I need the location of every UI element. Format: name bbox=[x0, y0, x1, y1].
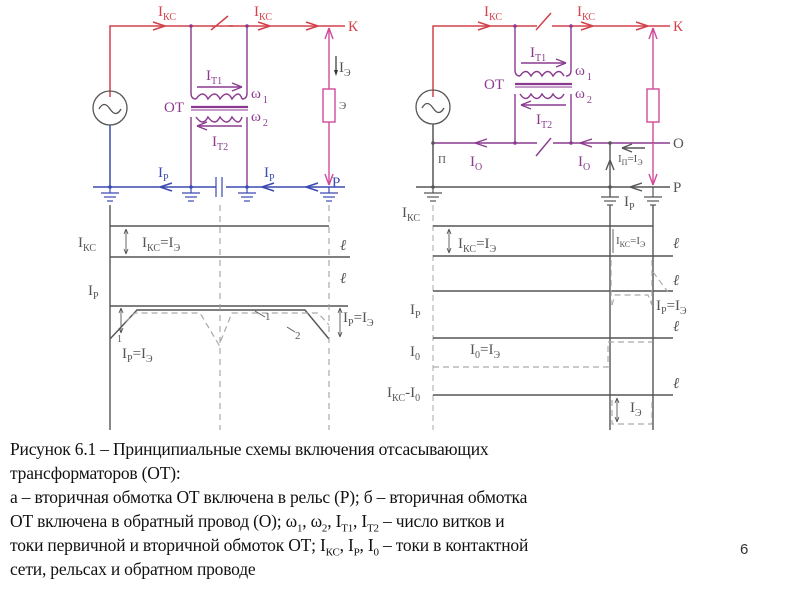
caption-line: Рисунок 6.1 – Принципиальные схемы включ… bbox=[10, 439, 489, 459]
label-it1-a: IТ1 bbox=[206, 68, 222, 87]
page-number: 6 bbox=[740, 541, 749, 558]
eq-ip-ie-left-a: IР=IЭ bbox=[122, 346, 153, 365]
figure-caption: Рисунок 6.1 – Принципиальные схемы включ… bbox=[10, 437, 700, 581]
label-it1-b: IТ1 bbox=[530, 45, 546, 64]
caption-line: токи первичной и вторичной обмоток ОТ; I… bbox=[10, 535, 529, 559]
ell-4-b: ℓ bbox=[673, 376, 679, 392]
axis-ip-b: IР bbox=[410, 302, 421, 321]
eq-i0-ie-b: I0=IЭ bbox=[470, 342, 500, 361]
node-p-a: Р bbox=[332, 175, 340, 191]
eq-ikc-ie-a: IКС=IЭ bbox=[142, 235, 181, 254]
label-ie-bottom-b: IЭ bbox=[630, 400, 642, 419]
ground-icon bbox=[424, 187, 442, 202]
ell-2-a: ℓ bbox=[340, 271, 346, 287]
caption-line: ОТ включена в обратный провод (О); ω1, ω… bbox=[10, 511, 505, 535]
label-ip-right-a: IР bbox=[264, 165, 275, 184]
curve-1-a bbox=[109, 309, 330, 340]
label-it2-b: IТ2 bbox=[536, 112, 552, 131]
current-graph-b bbox=[432, 205, 673, 430]
node-pi-b: П bbox=[438, 154, 446, 166]
node-p-b: Р bbox=[673, 180, 681, 196]
transformer-a bbox=[190, 26, 248, 187]
transformer-label-a: ОТ bbox=[164, 100, 184, 116]
rail-a bbox=[93, 177, 345, 202]
eq-ip-ie-right-a: IР=IЭ bbox=[343, 310, 374, 329]
axis-ikc-i0-b: IКС-I0 bbox=[387, 385, 420, 404]
caption-line: трансформаторов (ОТ): bbox=[10, 463, 181, 483]
transformer-label-b: ОТ bbox=[484, 77, 504, 93]
load-b bbox=[646, 27, 660, 186]
ell-1-b: ℓ bbox=[673, 236, 679, 252]
caption-line: сети, рельсах и обратном проводе bbox=[10, 559, 256, 579]
ell-2-b: ℓ bbox=[673, 273, 679, 289]
ground-icon bbox=[644, 187, 662, 206]
label-ip-left-a: IР bbox=[158, 165, 169, 184]
ell-1-a: ℓ bbox=[340, 238, 346, 254]
contact-wire-a bbox=[109, 15, 345, 97]
label-ikc-right-a: IКС bbox=[254, 4, 272, 23]
curve-1b-label-a: 1 bbox=[117, 334, 122, 345]
curve-1-label-a: 1 bbox=[265, 311, 271, 323]
curve-2-a bbox=[124, 312, 330, 347]
load-a bbox=[322, 27, 336, 186]
label-ikc-right-b: IКС bbox=[577, 4, 595, 23]
node-k-b: К bbox=[673, 19, 684, 35]
label-ikc-left-a: IКС bbox=[158, 4, 176, 23]
switch-a-primary bbox=[210, 15, 229, 31]
load-label-a: Э bbox=[339, 100, 346, 112]
ground-icon bbox=[238, 187, 256, 202]
ground-icon bbox=[182, 187, 200, 202]
label-ie-a: IЭ bbox=[339, 60, 351, 79]
label-it2-a: IТ2 bbox=[212, 134, 228, 153]
label-ip-b: IР bbox=[624, 194, 635, 213]
eq-ikc-ie-b: IКС=IЭ bbox=[458, 236, 497, 255]
caption-line: а – вторичная обмотка ОТ включена в рель… bbox=[10, 487, 528, 507]
label-ikc-left-b: IКС bbox=[484, 4, 502, 23]
axis-ip-a: IР bbox=[88, 283, 99, 302]
axis-ikc-b: IКС bbox=[402, 205, 420, 224]
ac-source-a bbox=[92, 90, 128, 187]
node-k-a: К bbox=[348, 19, 359, 35]
node-o-b: О bbox=[673, 136, 684, 152]
ground-icon bbox=[101, 187, 119, 202]
ground-icon bbox=[601, 196, 619, 206]
axis-i0-b: I0 bbox=[410, 344, 420, 363]
current-graph-a bbox=[109, 205, 350, 430]
label-io-left-b: IО bbox=[470, 154, 482, 173]
eq-ikc-ie-small-b: IКС=IЭ bbox=[616, 235, 645, 249]
ell-3-b: ℓ bbox=[673, 319, 679, 335]
curve-2-label-a: 2 bbox=[295, 330, 301, 342]
eq-ip-ie-b: IР=IЭ bbox=[656, 298, 687, 317]
axis-ikc-a: IКС bbox=[78, 235, 96, 254]
ac-source-b bbox=[415, 89, 451, 187]
ground-icon bbox=[320, 187, 338, 202]
eq-ipi-ie-b: IП=IЭ bbox=[618, 153, 643, 167]
transformer-b bbox=[433, 26, 670, 157]
label-io-right-b: IО bbox=[578, 154, 590, 173]
